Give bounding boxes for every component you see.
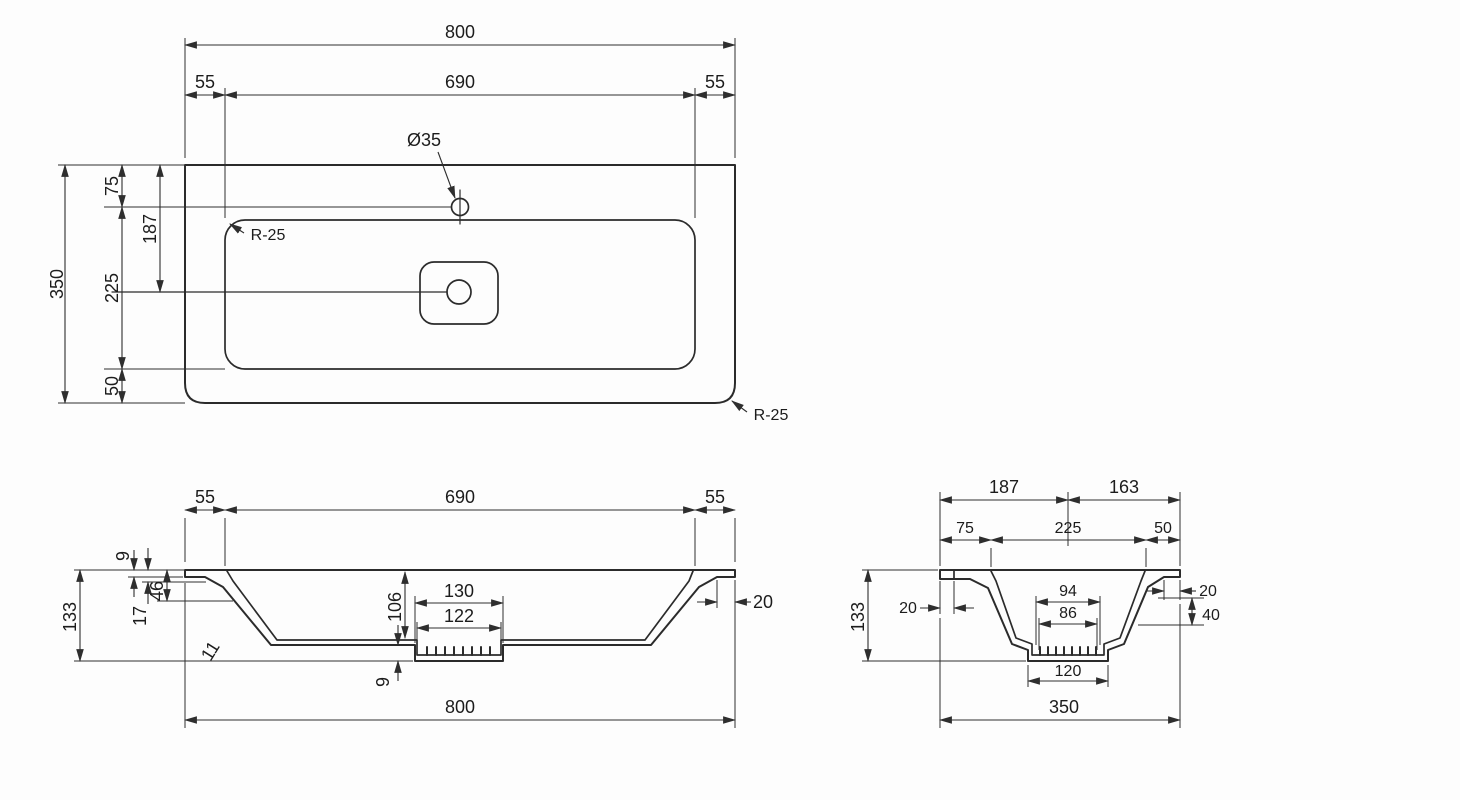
side-overall-depth: 350 — [1049, 697, 1079, 717]
front-wall-thickness: 11 — [197, 638, 224, 664]
side-front-span: 163 — [1109, 477, 1139, 497]
side-drain-grate — [1039, 646, 1097, 656]
plan-front-offset: 50 — [102, 376, 122, 396]
drain-hole — [446, 279, 472, 305]
basin-outline — [184, 164, 736, 404]
front-section-dimensions: 55 690 55 9 17 46 133 11 106 130 122 — [60, 487, 773, 728]
side-front-offset: 50 — [1154, 520, 1172, 537]
side-section-view — [939, 569, 1181, 662]
front-total-height: 133 — [60, 602, 80, 632]
front-rim-thickness: 9 — [113, 551, 133, 561]
front-overall-width: 800 — [445, 697, 475, 717]
plan-left-offset: 55 — [195, 72, 215, 92]
plan-faucet-to-front: 225 — [102, 273, 122, 303]
side-left-overhang: 20 — [899, 600, 917, 617]
side-recess-outer: 94 — [1059, 583, 1077, 600]
plan-dimensions: 800 55 690 55 Ø35 350 75 225 50 187 R-25… — [47, 22, 788, 424]
front-drain-grate — [426, 646, 491, 656]
front-section-bowl — [226, 570, 694, 656]
plan-view — [111, 164, 736, 404]
front-bowl-depth: 106 — [385, 592, 405, 622]
side-front-depth: 40 — [1202, 607, 1220, 624]
front-wall-height: 46 — [147, 581, 167, 601]
front-edge-step: 17 — [130, 606, 150, 626]
plan-inner-width: 690 — [445, 72, 475, 92]
side-back-offset: 75 — [956, 520, 974, 537]
faucet-hole-diameter: Ø35 — [407, 130, 441, 150]
side-section-bowl — [990, 570, 1146, 656]
front-left-offset: 55 — [195, 487, 215, 507]
outer-corner-radius: R-25 — [754, 407, 789, 424]
front-right-offset: 55 — [705, 487, 725, 507]
side-total-height: 133 — [848, 602, 868, 632]
front-section-outline — [184, 569, 736, 662]
inner-corner-radius: R-25 — [251, 227, 286, 244]
side-section-outline — [939, 569, 1181, 662]
side-back-span: 187 — [989, 477, 1019, 497]
side-recess-inner: 86 — [1059, 605, 1077, 622]
front-rim-overhang: 20 — [753, 592, 773, 612]
front-recess-outer: 130 — [444, 581, 474, 601]
side-drain-width: 120 — [1055, 663, 1082, 680]
front-drain-depth: 9 — [373, 677, 393, 687]
front-inner-width: 690 — [445, 487, 475, 507]
side-rim-overhang: 20 — [1199, 583, 1217, 600]
drain-recess — [419, 261, 499, 325]
plan-overall-depth: 350 — [47, 269, 67, 299]
plan-back-to-drain: 187 — [140, 214, 160, 244]
front-section-view — [184, 569, 736, 662]
plan-right-offset: 55 — [705, 72, 725, 92]
front-recess-inner: 122 — [444, 606, 474, 626]
basin-inner-edge — [224, 219, 696, 370]
side-section-dimensions: 187 163 75 225 50 133 20 94 86 — [848, 477, 1220, 728]
plan-back-to-faucet: 75 — [102, 176, 122, 196]
side-bowl-span: 225 — [1055, 520, 1082, 537]
plan-overall-width: 800 — [445, 22, 475, 42]
